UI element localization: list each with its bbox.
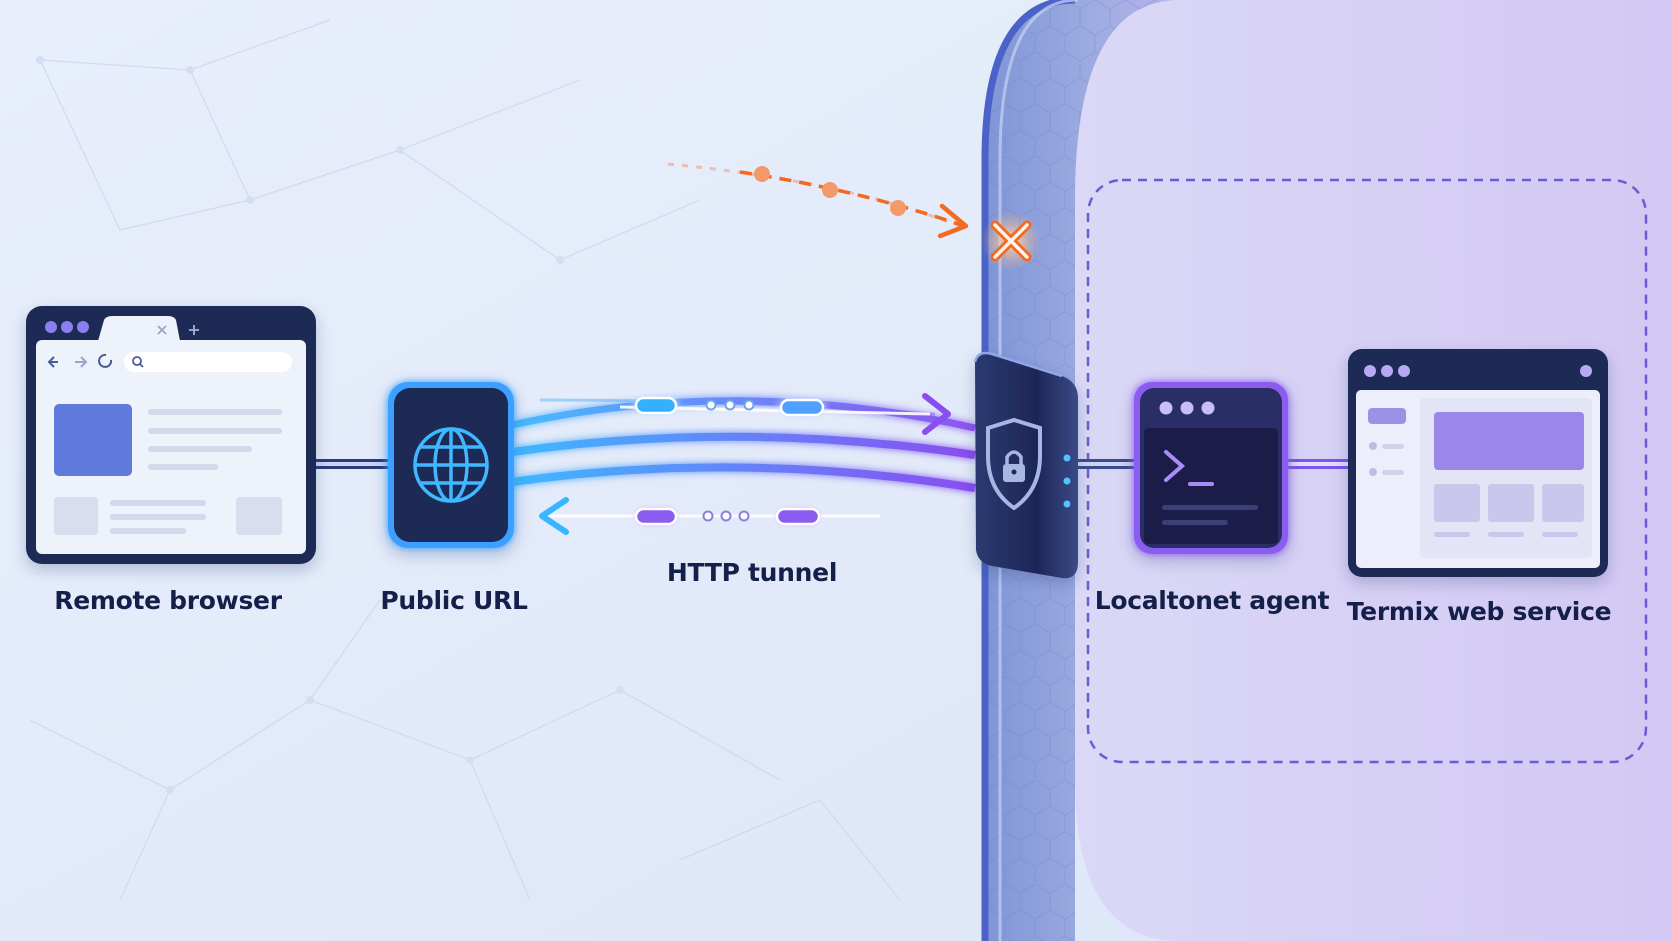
public-url-node	[388, 382, 514, 548]
shield-lock-icon	[986, 417, 1042, 511]
terminal-icon	[1164, 450, 1214, 486]
remote-browser-node	[26, 306, 316, 564]
blocked-inbound-connection	[667, 162, 969, 239]
label-http-tunnel: HTTP tunnel	[666, 558, 838, 587]
termix-web-service-node	[1348, 349, 1608, 577]
local-network-boundary	[1086, 178, 1648, 764]
label-remote-browser: Remote browser	[54, 586, 282, 615]
http-tunnel	[511, 397, 976, 520]
outbound-packet-lane	[619, 393, 951, 435]
x-mark-icon	[981, 211, 1041, 271]
return-packet-lane	[539, 497, 880, 535]
connectors	[310, 459, 1352, 469]
localtonet-agent-node	[1134, 382, 1288, 554]
label-termix-web-service: Termix web service	[1346, 597, 1612, 626]
globe-icon	[413, 427, 489, 503]
mesh-nodes	[36, 56, 624, 794]
firewall-device	[973, 351, 1078, 579]
label-public-url: Public URL	[380, 586, 528, 615]
label-localtonet-agent: Localtonet agent	[1094, 586, 1330, 615]
